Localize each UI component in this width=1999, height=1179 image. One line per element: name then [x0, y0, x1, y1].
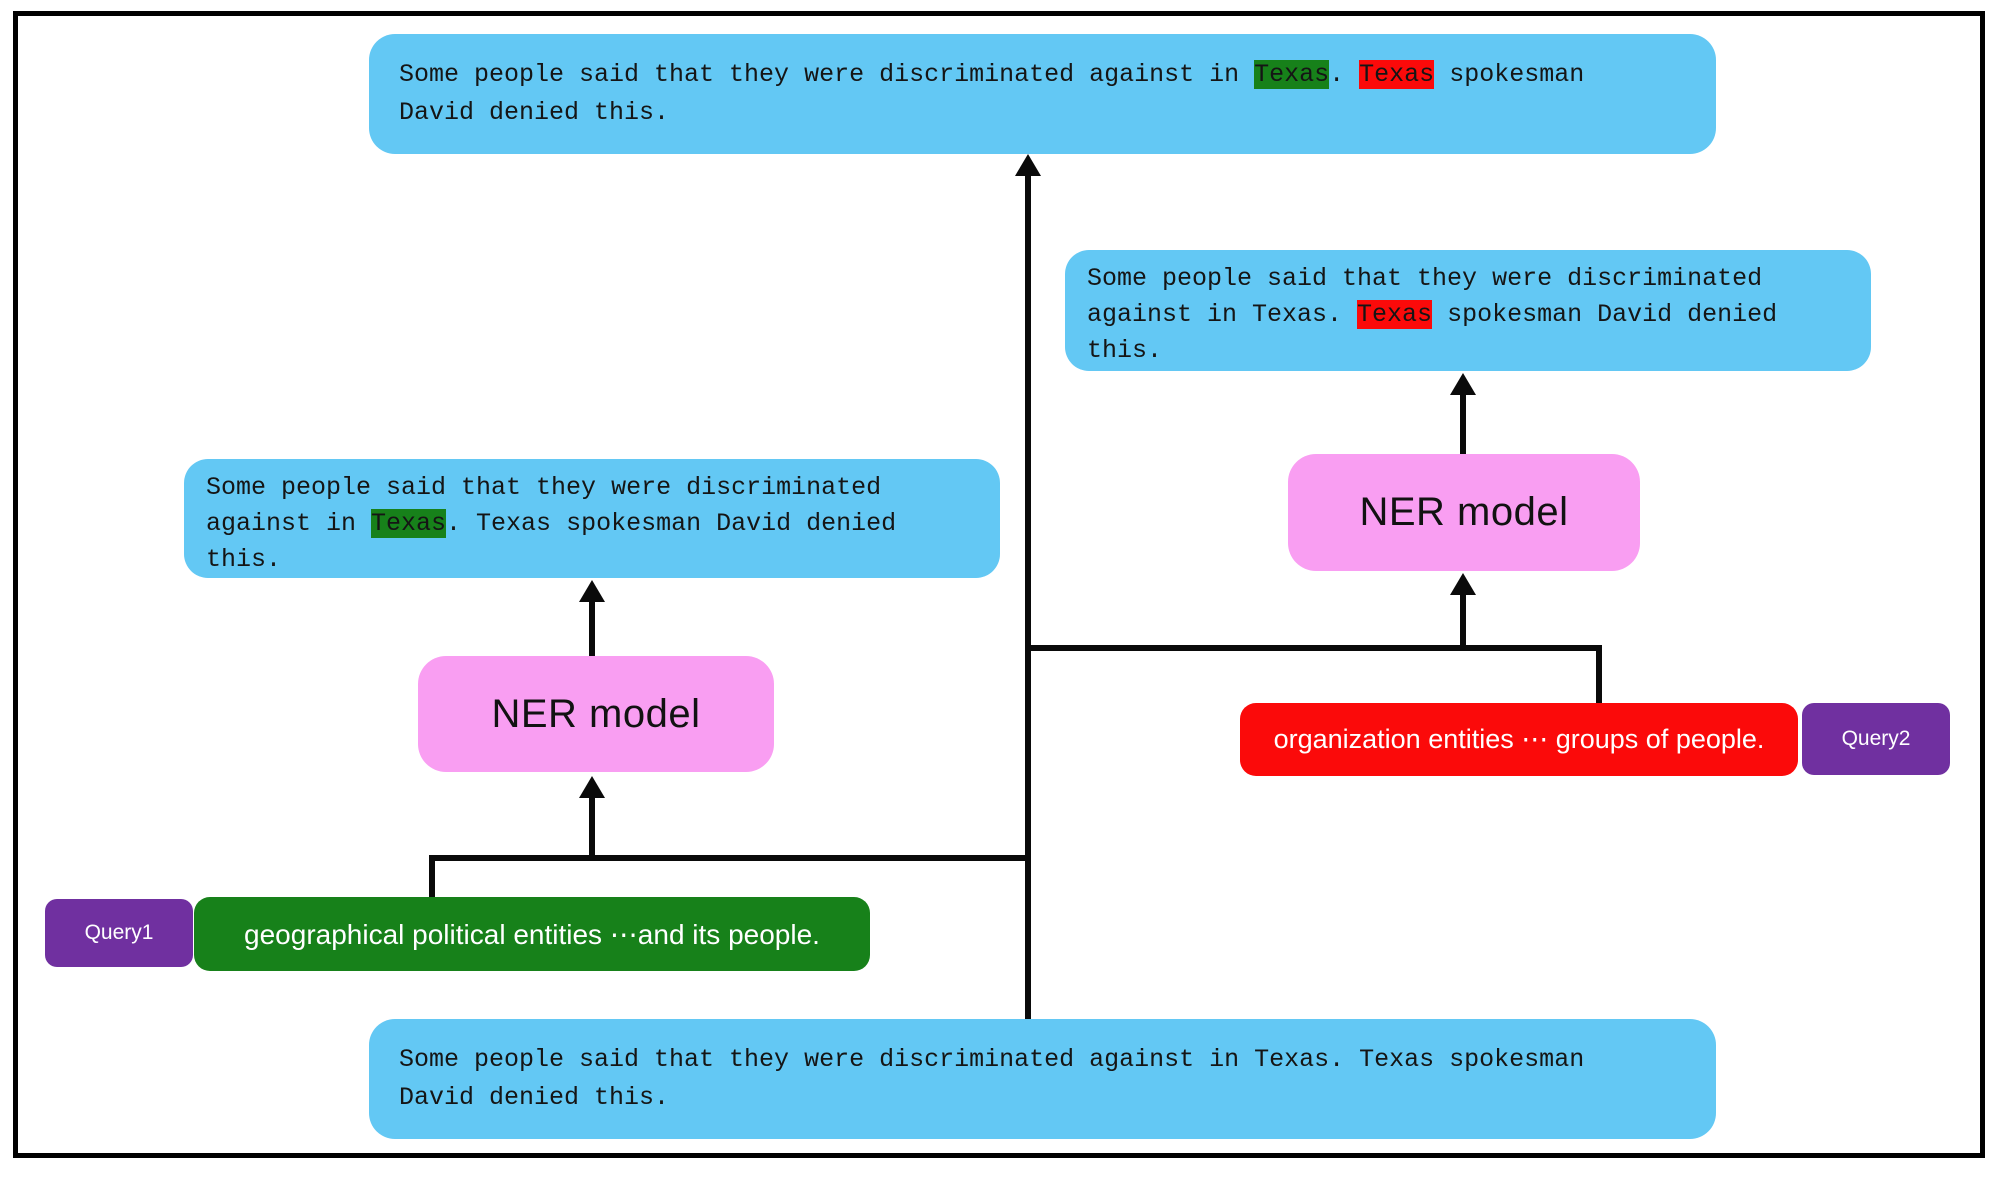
- connector-right-branch-to-ner: [1460, 592, 1466, 651]
- sentence-line: David denied this.: [399, 94, 1706, 132]
- entity-highlight-red: Texas: [1359, 60, 1435, 89]
- connector-left-branch: [429, 855, 1031, 861]
- query1-tag-label: Query1: [84, 921, 154, 944]
- query2-tag: Query2: [1802, 703, 1950, 775]
- sentence-box-right-output: Some people said that they were discrimi…: [1065, 250, 1871, 371]
- sentence-line: this.: [206, 542, 992, 578]
- entity-highlight-green: Texas: [1254, 60, 1330, 89]
- sentence-text: .: [1329, 60, 1360, 89]
- sentence-text: against in: [206, 509, 372, 538]
- arrowhead-right-sentence: [1450, 373, 1476, 395]
- connector-left-ner-to-sentence: [589, 599, 595, 656]
- query1-text-box: geographical political entities ⋯and its…: [194, 897, 870, 971]
- sentence-text: against in Texas.: [1087, 300, 1358, 329]
- entity-highlight-green: Texas: [371, 509, 447, 538]
- sentence-text: Some people said that they were discrimi…: [399, 60, 1255, 89]
- connector-left-stub-to-query1: [429, 855, 435, 897]
- connector-right-ner-to-sentence: [1460, 392, 1466, 454]
- ner-model-label-left: NER model: [491, 691, 701, 736]
- diagram-border: [13, 11, 1985, 1158]
- arrowhead-left-sentence: [579, 580, 605, 602]
- connector-center-trunk: [1025, 172, 1031, 1019]
- ner-model-box-right: NER model: [1288, 454, 1640, 571]
- sentence-text: David denied this.: [399, 98, 670, 127]
- query1-text: geographical political entities ⋯and its…: [244, 918, 820, 950]
- query2-text-box: organization entities ⋯ groups of people…: [1240, 703, 1798, 776]
- arrowhead-left-ner-input: [579, 776, 605, 798]
- sentence-line: Some people said that they were discrimi…: [206, 470, 992, 506]
- sentence-line: Some people said that they were discrimi…: [399, 1041, 1706, 1079]
- sentence-text: this.: [206, 545, 282, 574]
- sentence-line: David denied this.: [399, 1079, 1706, 1117]
- connector-right-stub-to-query2: [1596, 645, 1602, 703]
- arrowhead-top-sentence: [1015, 154, 1041, 176]
- sentence-text: Some people said that they were discrimi…: [1087, 264, 1763, 293]
- entity-highlight-red: Texas: [1357, 300, 1433, 329]
- query2-text: organization entities ⋯ groups of people…: [1273, 724, 1765, 754]
- arrowhead-right-ner-input: [1450, 573, 1476, 595]
- sentence-line: against in Texas. Texas spokesman David …: [206, 506, 992, 542]
- sentence-line: this.: [1087, 333, 1863, 369]
- sentence-line: against in Texas. Texas spokesman David …: [1087, 297, 1863, 333]
- sentence-box-bottom-input: Some people said that they were discrimi…: [369, 1019, 1716, 1139]
- sentence-text: . Texas spokesman David denied: [446, 509, 897, 538]
- sentence-text: Some people said that they were discrimi…: [206, 473, 882, 502]
- sentence-box-left-output: Some people said that they were discrimi…: [184, 459, 1000, 578]
- sentence-text: spokesman: [1434, 60, 1585, 89]
- query2-tag-label: Query2: [1841, 727, 1911, 750]
- connector-right-branch: [1025, 645, 1602, 651]
- sentence-line: Some people said that they were discrimi…: [399, 56, 1706, 94]
- sentence-text: Some people said that they were discrimi…: [399, 1045, 1585, 1074]
- sentence-text: spokesman David denied: [1432, 300, 1778, 329]
- sentence-text: David denied this.: [399, 1083, 670, 1112]
- sentence-box-top-output: Some people said that they were discrimi…: [369, 34, 1716, 154]
- sentence-line: Some people said that they were discrimi…: [1087, 261, 1863, 297]
- query1-tag: Query1: [45, 899, 193, 967]
- sentence-text: this.: [1087, 336, 1163, 365]
- ner-model-label-right: NER model: [1359, 490, 1569, 534]
- connector-left-branch-to-ner: [589, 795, 595, 861]
- ner-model-box-left: NER model: [418, 656, 774, 772]
